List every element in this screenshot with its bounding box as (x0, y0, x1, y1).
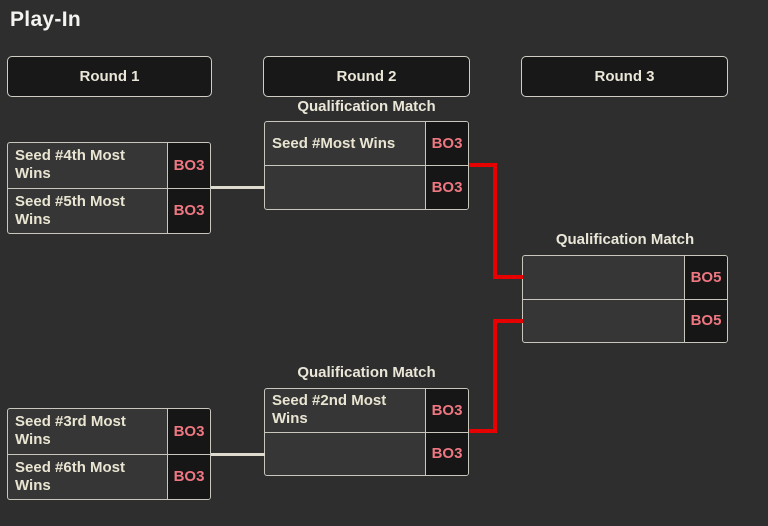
team-name (265, 433, 425, 476)
team-name: Seed #Most Wins (272, 134, 396, 152)
team-slot[interactable]: Seed #4th Most Wins BO3 (8, 143, 210, 188)
team-slot[interactable]: Seed #2nd Most Wins BO3 (265, 389, 468, 432)
team-name (523, 256, 684, 299)
connector-r1bottom-to-r2bottom (211, 453, 265, 456)
connector-r2bottom-out (469, 429, 497, 433)
match-format-badge: BO5 (684, 299, 727, 342)
team-name: Seed #4th Most Wins (15, 147, 126, 183)
match-round1-top[interactable]: Seed #4th Most Wins BO3 Seed #5th Most W… (7, 142, 211, 234)
qualification-match-label: Qualification Match (297, 364, 436, 381)
match-format-badge: BO5 (684, 256, 727, 299)
team-slot[interactable]: Seed #Most Wins BO3 (265, 122, 468, 165)
match-format-badge: BO3 (167, 409, 210, 454)
match-format-badge: BO3 (425, 166, 468, 209)
connector-r2top-out (469, 163, 497, 167)
team-slot-empty[interactable]: BO3 (265, 165, 468, 209)
round-1-header: Round 1 (7, 56, 212, 97)
match-format-badge: BO3 (425, 122, 468, 165)
round-1-label: Round 1 (79, 68, 140, 85)
qualification-match-label: Qualification Match (555, 231, 695, 248)
team-name: Seed #6th Most Wins (15, 458, 126, 494)
connector-r2bottom-into-r3 (493, 319, 523, 323)
team-slot-empty[interactable]: BO5 (523, 256, 727, 299)
round-2-header: Round 2 (263, 56, 470, 97)
team-name (265, 166, 425, 209)
match-format-badge: BO3 (167, 143, 210, 188)
match-round3[interactable]: BO5 BO5 (522, 255, 728, 343)
team-name: Seed #2nd Most Wins (272, 392, 387, 428)
round-3-label: Round 3 (594, 68, 655, 85)
match-format-badge: BO3 (167, 454, 210, 499)
round-2-label: Round 2 (336, 68, 397, 85)
team-slot-empty[interactable]: BO5 (523, 298, 727, 343)
connector-r2bottom-vertical (493, 319, 497, 433)
match-round2-top[interactable]: Seed #Most Wins BO3 BO3 (264, 121, 469, 210)
connector-r2top-into-r3 (493, 275, 523, 279)
match-format-badge: BO3 (425, 389, 468, 432)
round-3-header: Round 3 (521, 56, 728, 97)
connector-r2top-vertical (493, 163, 497, 279)
team-slot[interactable]: Seed #3rd Most Wins BO3 (8, 409, 210, 454)
qualification-match-label: Qualification Match (297, 98, 436, 115)
page-title: Play-In (10, 8, 81, 31)
team-name: Seed #5th Most Wins (15, 192, 126, 228)
match-format-badge: BO3 (167, 188, 210, 233)
match-round1-bottom[interactable]: Seed #3rd Most Wins BO3 Seed #6th Most W… (7, 408, 211, 500)
team-slot[interactable]: Seed #6th Most Wins BO3 (8, 453, 210, 499)
match-format-badge: BO3 (425, 432, 468, 475)
team-slot-empty[interactable]: BO3 (265, 431, 468, 476)
team-name: Seed #3rd Most Wins (15, 413, 126, 449)
match-round2-bottom[interactable]: Seed #2nd Most Wins BO3 BO3 (264, 388, 469, 476)
team-slot[interactable]: Seed #5th Most Wins BO3 (8, 187, 210, 233)
team-name (523, 300, 684, 343)
connector-r1top-to-r2top (211, 186, 265, 189)
